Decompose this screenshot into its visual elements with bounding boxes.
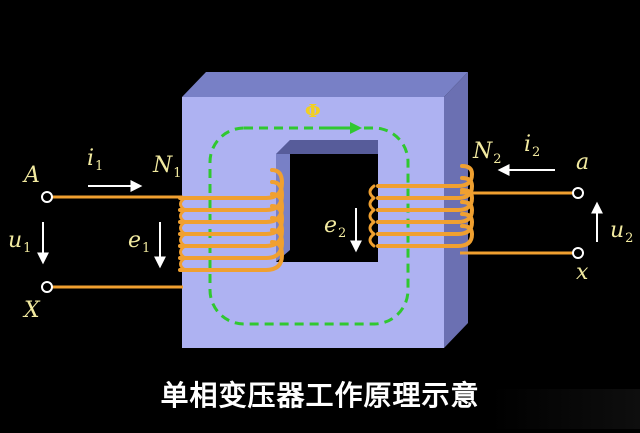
emf-primary-label: e1 [128, 228, 151, 256]
core-window-top-depth [276, 140, 378, 154]
watermark-area [490, 389, 640, 429]
emf-secondary-label: e2 [324, 213, 347, 241]
primary-winding [178, 168, 285, 272]
current-secondary-label: i2 [524, 132, 541, 160]
core-window [290, 154, 378, 262]
core-front-face [182, 97, 444, 348]
terminal-A-node [41, 191, 53, 203]
terminal-X-node [41, 281, 53, 293]
secondary-winding [368, 164, 475, 248]
current-primary-label: i1 [87, 146, 104, 174]
diagram-caption: 单相变压器工作原理示意 [160, 379, 480, 412]
terminal-a-node [572, 187, 584, 199]
terminal-a-label: a [576, 150, 590, 175]
turns-secondary-label: N2 [473, 139, 502, 167]
core-top-face [182, 72, 468, 97]
flux-path [208, 126, 410, 326]
terminal-x-label: x [576, 260, 589, 285]
terminal-x-node [572, 247, 584, 259]
flux-label: Φ [305, 101, 321, 122]
voltage-primary-label: u1 [8, 228, 32, 256]
terminal-A-label: A [24, 163, 40, 188]
voltage-secondary-label: u2 [610, 218, 634, 246]
turns-primary-label: N1 [153, 153, 182, 181]
terminal-X-label: X [24, 298, 40, 323]
